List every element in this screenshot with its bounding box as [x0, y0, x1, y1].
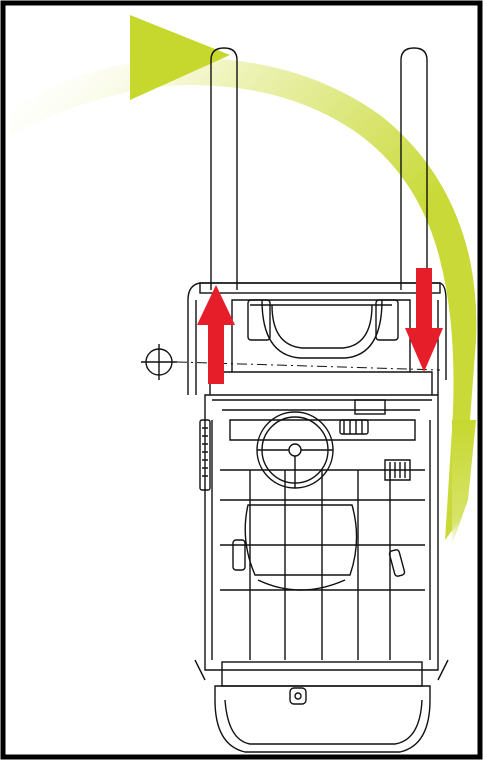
left-step	[199, 419, 211, 491]
mast-outline	[187, 282, 447, 380]
chassis	[204, 394, 439, 671]
seat-back	[261, 299, 383, 359]
forklift-line-art	[141, 47, 449, 753]
tow-pin	[289, 687, 307, 705]
counterweight	[214, 685, 431, 753]
up-arrow-icon	[197, 285, 235, 384]
operator-seat	[244, 504, 358, 576]
right-fork	[400, 47, 428, 290]
control-pedal	[339, 419, 369, 435]
down-arrow-icon	[405, 268, 443, 372]
steering-wheel-icon	[256, 411, 334, 489]
rotation-arrowhead	[130, 15, 230, 100]
rotation-arrow	[10, 15, 477, 545]
left-fork	[210, 47, 238, 290]
